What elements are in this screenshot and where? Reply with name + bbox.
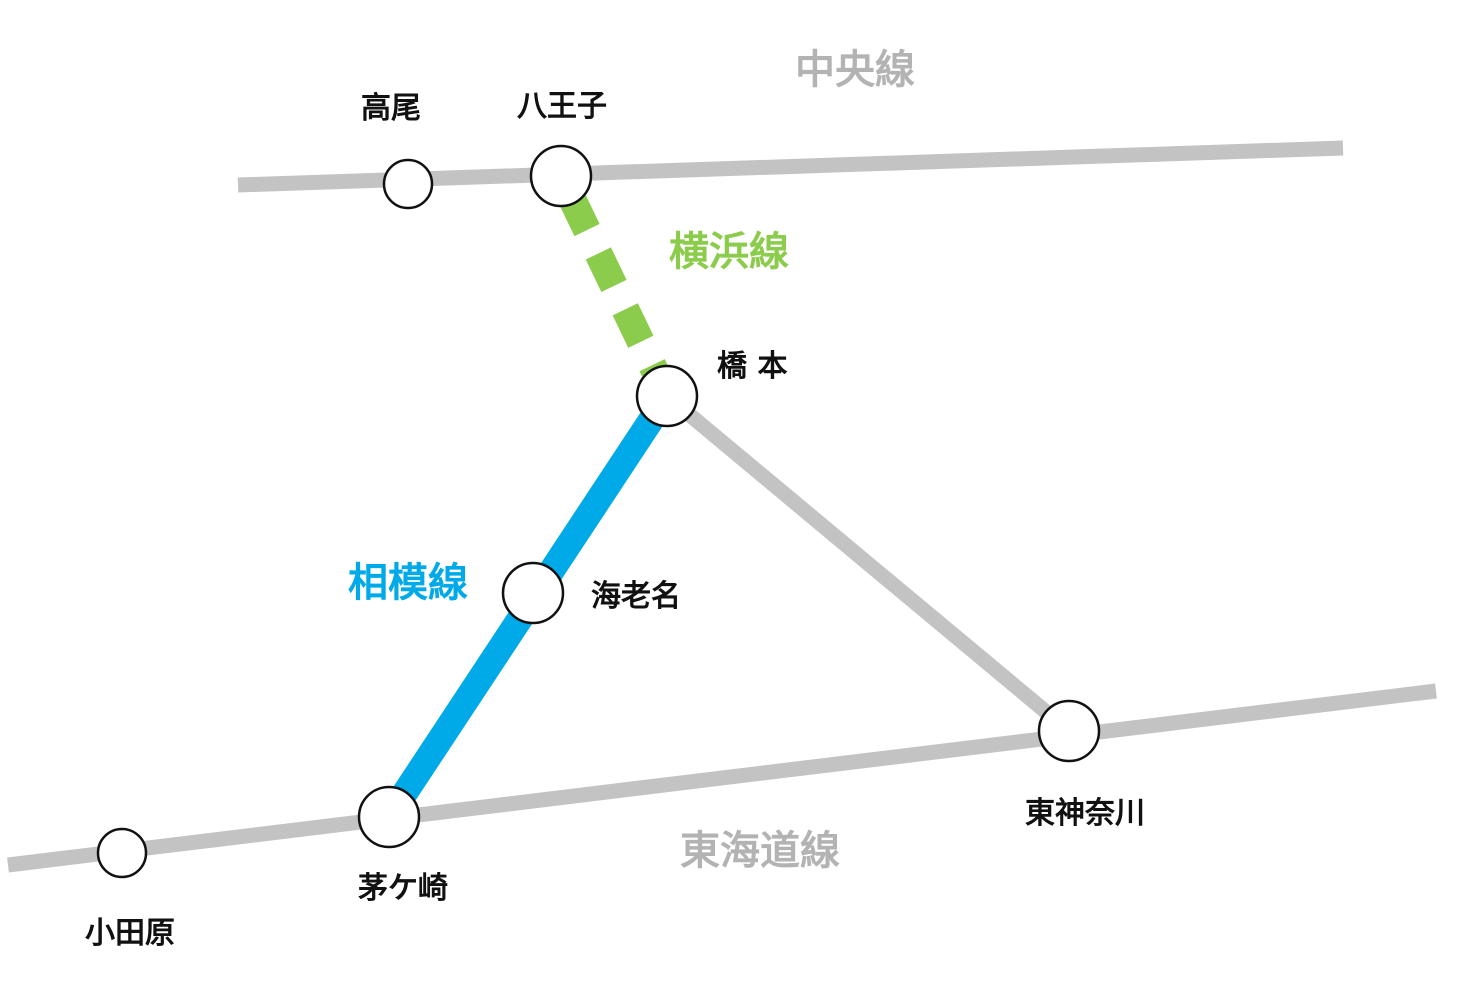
line-label-yokohama: 横浜線 bbox=[669, 229, 789, 275]
station-chigasaki[interactable] bbox=[357, 785, 421, 849]
station-hachioji[interactable] bbox=[529, 144, 593, 208]
line-label-sagami: 相模線 bbox=[348, 560, 468, 606]
station-hashimoto[interactable] bbox=[635, 364, 699, 428]
station-label-hashimoto: 橋 本 bbox=[717, 349, 787, 384]
line-label-chuo: 中央線 bbox=[795, 47, 915, 93]
station-higashi-kanagawa[interactable] bbox=[1037, 699, 1101, 763]
tokaido-line-track bbox=[7, 683, 1437, 873]
stations bbox=[96, 144, 1101, 879]
station-label-higashi-kanagawa: 東神奈川 bbox=[1025, 796, 1145, 831]
station-label-chigasaki: 茅ケ崎 bbox=[358, 871, 448, 906]
track-lines bbox=[7, 140, 1437, 873]
station-ebina[interactable] bbox=[501, 561, 565, 625]
line-label-tokaido: 東海道線 bbox=[680, 828, 840, 874]
station-label-hachioji: 八王子 bbox=[517, 89, 607, 124]
station-label-odawara: 小田原 bbox=[85, 916, 175, 951]
station-label-ebina: 海老名 bbox=[591, 579, 681, 614]
yokohama-line-dashed-track bbox=[548, 169, 680, 403]
line-labels: 中央線 横浜線 相模線 東海道線 bbox=[348, 47, 915, 874]
station-takao[interactable] bbox=[382, 158, 434, 210]
station-label-takao: 高尾 bbox=[361, 91, 421, 126]
station-odawara[interactable] bbox=[96, 827, 148, 879]
station-labels: 高尾 八王子 橋 本 海老名 茅ケ崎 小田原 東神奈川 bbox=[85, 89, 1145, 951]
yokohama-branch-track bbox=[662, 390, 1074, 737]
